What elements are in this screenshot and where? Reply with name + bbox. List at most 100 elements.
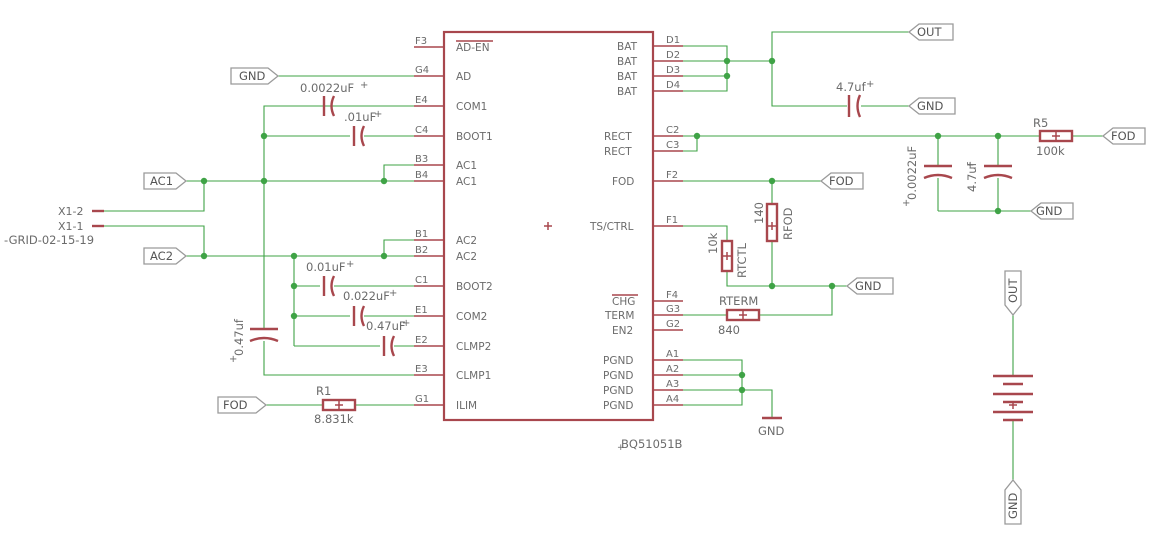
capacitor-clmp1-plus: + (229, 354, 237, 365)
pin-pad: G2 (666, 319, 680, 330)
resistor-rfod[interactable] (765, 202, 779, 243)
pin-pad: F2 (666, 170, 678, 181)
pin-label: AC2 (456, 235, 477, 247)
resistor-rtctl-value: 10k (706, 232, 720, 254)
pin-pad: A1 (666, 349, 679, 360)
capacitor-clmp2-plus: + (402, 318, 410, 329)
capacitor-bat-plus: + (866, 79, 874, 90)
port-out[interactable]: OUT (907, 23, 954, 41)
port-gnd-ad-label: GND (239, 69, 266, 83)
pin-pad: D4 (666, 80, 680, 91)
ic-origin-marker (544, 222, 552, 230)
port-ac1[interactable]: AC1 (143, 172, 188, 190)
pin-label: COM2 (456, 311, 487, 323)
port-fod-pin[interactable]: FOD (819, 172, 864, 190)
capacitor-com2-plus: + (389, 288, 397, 299)
port-gnd-term[interactable]: GND (845, 277, 894, 295)
port-gnd-battery[interactable]: GND (1004, 478, 1022, 525)
resistor-rterm[interactable] (725, 308, 761, 322)
pin-label: ILIM (456, 400, 477, 412)
connector-pin2-label: X1-2 (58, 205, 84, 218)
pin-label: CLMP2 (456, 341, 491, 353)
pin-label: PGND (603, 385, 633, 397)
capacitor-com1-value: 0.0022uF (300, 81, 354, 95)
pin-pad: D2 (666, 50, 680, 61)
pin-label: PGND (603, 400, 633, 412)
pin-pad: G3 (666, 304, 680, 315)
capacitor-com2[interactable] (352, 305, 366, 327)
port-ac2[interactable]: AC2 (143, 247, 188, 265)
pin-label: BOOT2 (456, 281, 493, 293)
port-out-battery[interactable]: OUT (1004, 270, 1022, 317)
pin-label: AC1 (456, 176, 477, 188)
connector-x1-pins (92, 209, 104, 228)
pin-pad: E1 (415, 305, 428, 316)
capacitor-rect1[interactable] (923, 164, 953, 180)
pin-pad: D3 (666, 65, 680, 76)
resistor-r5[interactable] (1038, 129, 1074, 143)
right-pin-labels: D1 BAT D2 BAT D3 BAT D4 BAT C2 RECT C3 R… (589, 35, 680, 412)
port-gnd-term-label: GND (855, 279, 882, 293)
capacitor-clmp2-value: 0.47uF (366, 319, 406, 333)
port-fod-r5[interactable]: FOD (1101, 127, 1146, 145)
pin-pad: B1 (415, 229, 428, 240)
pin-label: CLMP1 (456, 370, 491, 382)
pin-pad: C4 (415, 125, 428, 136)
pin-pad: B3 (415, 154, 428, 165)
capacitor-bat-value: 4.7uf (836, 80, 867, 94)
pin-label: BAT (617, 86, 638, 98)
capacitor-rect2[interactable] (983, 164, 1013, 180)
ic-name-marker: + (617, 443, 625, 453)
pin-pad: F4 (666, 290, 678, 301)
left-pin-stubs (414, 46, 444, 406)
port-gnd-bat[interactable]: GND (907, 97, 956, 115)
resistor-r5-name: R5 (1033, 116, 1048, 130)
capacitor-rect2-plus: + (966, 160, 974, 171)
pin-pad: C1 (415, 275, 428, 286)
pin-label: BAT (617, 41, 638, 53)
capacitor-com1-plus: + (360, 80, 368, 91)
connector-pin1-label: X1-1 (58, 220, 84, 233)
pin-label: TERM (604, 310, 634, 322)
pin-pad: G4 (415, 65, 429, 76)
pin-pad: F3 (415, 36, 427, 47)
capacitor-com2-value: 0.022uF (343, 289, 390, 303)
capacitor-boot2[interactable] (322, 275, 336, 297)
capacitor-bat[interactable] (847, 94, 862, 118)
resistor-r5-value: 100k (1036, 144, 1065, 158)
port-gnd-ad[interactable]: GND (230, 67, 280, 85)
capacitor-rect1-plus: + (902, 198, 910, 209)
pin-pad: D1 (666, 35, 680, 46)
port-gnd-rect[interactable]: GND (1029, 202, 1074, 220)
capacitor-clmp1-value: 0.47uf (232, 318, 246, 356)
port-gnd-bat-label: GND (917, 99, 944, 113)
pin-pad: A4 (666, 394, 679, 405)
capacitor-com1[interactable] (322, 95, 336, 117)
pin-pad: A2 (666, 364, 679, 375)
resistor-rtctl-name: RTCTL (735, 242, 749, 278)
resistor-rtctl[interactable] (720, 239, 734, 273)
capacitor-boot2-value: 0.01uF (306, 260, 346, 274)
pin-pad: E2 (415, 335, 428, 346)
pin-pad: F1 (666, 215, 678, 226)
port-ac2-label: AC2 (150, 249, 173, 263)
port-out-label: OUT (917, 25, 942, 39)
resistor-r1-name: R1 (316, 384, 331, 398)
capacitor-boot1[interactable] (352, 125, 366, 147)
pin-pad: A3 (666, 379, 679, 390)
resistor-r1[interactable] (321, 398, 357, 412)
resistor-rterm-value: 840 (718, 323, 740, 337)
pin-label: PGND (603, 370, 633, 382)
pin-label: BAT (617, 71, 638, 83)
capacitor-clmp2[interactable] (382, 335, 396, 357)
pin-label: EN2 (612, 325, 633, 337)
port-fod-ilim[interactable]: FOD (217, 396, 268, 414)
pin-pad: B4 (415, 170, 428, 181)
pin-pad: G1 (415, 394, 429, 405)
pin-label: AD (456, 71, 471, 83)
pin-pad: C2 (666, 125, 679, 136)
capacitor-clmp1[interactable] (249, 327, 279, 343)
capacitor-rect1-value: 0.0022uF (905, 146, 919, 200)
pin-label: BOOT1 (456, 131, 493, 143)
pin-label: COM1 (456, 101, 487, 113)
